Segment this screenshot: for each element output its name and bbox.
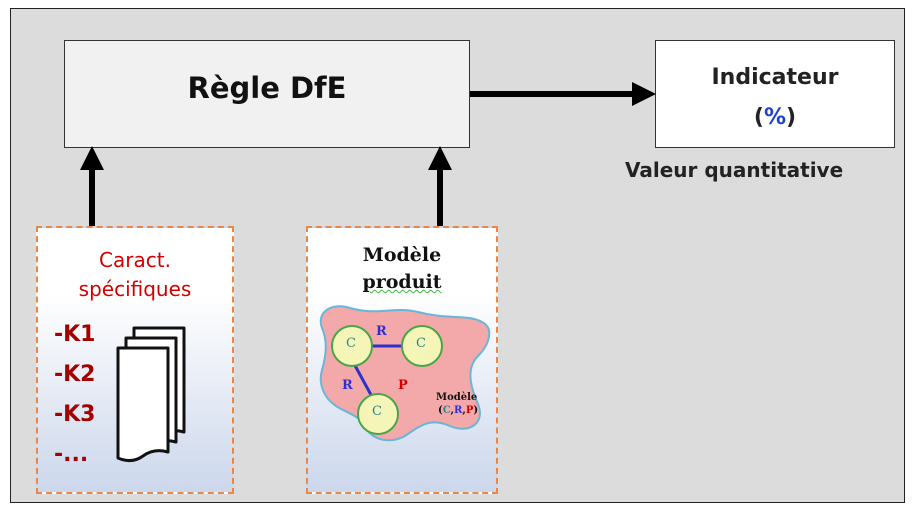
indicator-title: Indicateur	[711, 65, 839, 90]
legend-c: C	[442, 405, 451, 416]
component-node	[331, 325, 373, 367]
legend-r: R	[454, 405, 463, 416]
percent-sign: %	[763, 105, 787, 130]
component-node	[357, 393, 399, 435]
unit-open-paren: (	[753, 105, 764, 130]
property-label: P	[398, 378, 408, 393]
legend-close-paren: )	[473, 405, 479, 416]
characteristics-box: Caract. spécifiques -K1 -K2 -K3 -...	[36, 226, 234, 494]
product-model-title-line1: Modèle	[362, 244, 442, 266]
unit-close-paren: )	[786, 105, 797, 130]
characteristic-item: -...	[54, 442, 89, 467]
relation-label: R	[342, 378, 353, 393]
node-label: C	[372, 404, 382, 419]
component-node	[401, 325, 443, 367]
node-label: C	[346, 336, 356, 351]
model-legend-formula: (C,R,P)	[438, 405, 478, 416]
legend-open-paren: (	[438, 405, 443, 416]
rule-title: Règle DfE	[187, 71, 347, 105]
rule-box: Règle DfE	[64, 40, 470, 148]
legend-sep: ,	[450, 405, 455, 416]
model-legend-title: Modèle	[436, 392, 478, 403]
document-stack-icon	[116, 326, 186, 463]
relation-label: R	[376, 324, 387, 339]
characteristic-item: -K1	[54, 322, 96, 347]
legend-p: P	[465, 405, 474, 416]
characteristics-title-line1: Caract.	[99, 248, 171, 272]
characteristics-title-line2: spécifiques	[78, 277, 192, 301]
product-model-diagram	[319, 305, 491, 442]
product-model-title-line2: produit	[362, 271, 442, 293]
indicator-unit: (%)	[656, 105, 894, 130]
quantitative-value-label: Valeur quantitative	[625, 158, 844, 182]
characteristics-title: Caract. spécifiques	[38, 246, 232, 304]
product-model-title: Modèle produit	[308, 242, 496, 296]
node-label: C	[416, 336, 426, 351]
characteristic-item: -K3	[54, 402, 96, 427]
legend-sep: ,	[462, 405, 466, 416]
indicator-box: Indicateur (%)	[655, 40, 895, 148]
characteristic-item: -K2	[54, 362, 96, 387]
product-model-box: Modèle produit C C C R R P Modèle (C,R,P…	[306, 226, 498, 494]
